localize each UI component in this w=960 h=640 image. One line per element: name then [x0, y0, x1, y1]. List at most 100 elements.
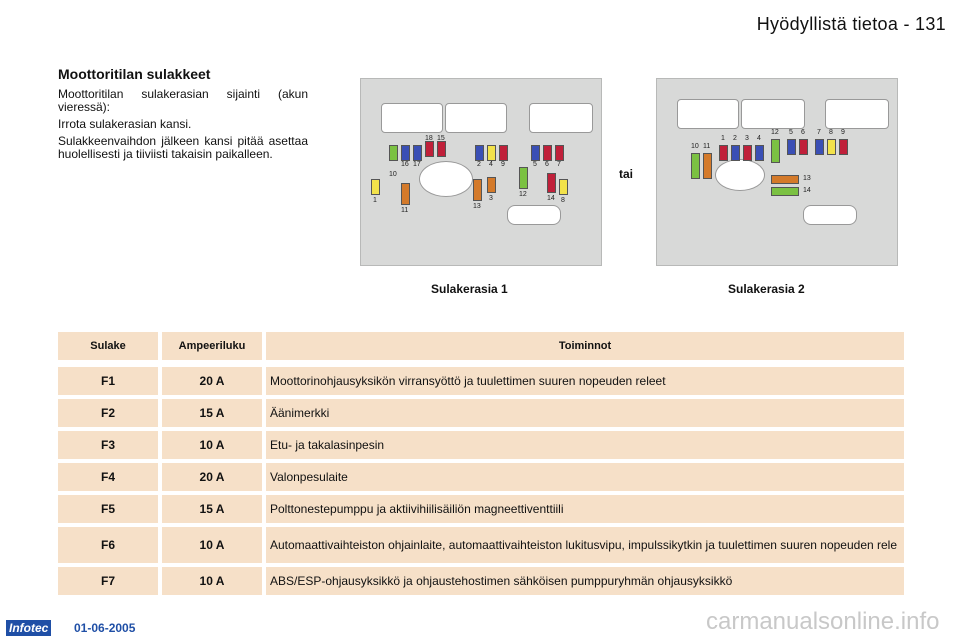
fuse-number: 18: [425, 135, 433, 142]
fuse-3: [487, 177, 496, 193]
fuse-number: 4: [757, 135, 761, 142]
fuse-number: 4: [489, 161, 493, 168]
amperage: 10 A: [162, 567, 262, 595]
fuse-number: 8: [829, 129, 833, 136]
fuse-11: [703, 153, 712, 179]
function-text: Moottorinohjausyksikön virransyöttö ja t…: [266, 367, 904, 395]
fuse-number: 1: [721, 135, 725, 142]
fuse-2: [475, 145, 484, 161]
fuse-number: 7: [557, 161, 561, 168]
table-row: F4 20 A Valonpesulaite: [58, 463, 904, 491]
section-title: Moottoritilan sulakkeet: [58, 66, 211, 82]
amperage: 10 A: [162, 431, 262, 459]
fuse-number: 5: [533, 161, 537, 168]
table-row: F6 10 A Automaattivaihteiston ohjainlait…: [58, 527, 904, 563]
fuse-box-1-caption: Sulakerasia 1: [431, 282, 508, 296]
fuse-number: 6: [545, 161, 549, 168]
fuse-number: 11: [703, 143, 711, 150]
function-text: Etu- ja takalasinpesin: [266, 431, 904, 459]
fuse-6: [799, 139, 808, 155]
fuse-9: [499, 145, 508, 161]
fuse-number: 11: [401, 207, 409, 214]
fuse-number: 17: [413, 161, 421, 168]
relay-slot: [677, 99, 739, 129]
column-header-amperage: Ampeeriluku: [162, 332, 262, 360]
fuse-7: [555, 145, 564, 161]
cable-opening: [715, 159, 765, 191]
fuse-number: 8: [561, 197, 565, 204]
table-header-row: Sulake Ampeeriluku Toiminnot: [58, 332, 904, 360]
fuse-number: 2: [477, 161, 481, 168]
fuse-number: 13: [803, 175, 811, 182]
relay-slot: [803, 205, 857, 225]
table-row: F2 15 A Äänimerkki: [58, 399, 904, 427]
fuse-4: [487, 145, 496, 161]
fuse-11: [401, 183, 410, 205]
fuse-id: F3: [58, 431, 158, 459]
or-label: tai: [619, 167, 634, 181]
fuse-number: 9: [841, 129, 845, 136]
fuse-5: [787, 139, 796, 155]
intro-paragraph: Sulakkeenvaihdon jälkeen kansi pitää ase…: [58, 134, 308, 161]
fuse-6: [543, 145, 552, 161]
fuse-1: [371, 179, 380, 195]
fuse-number: 1: [373, 197, 377, 204]
relay-slot: [445, 103, 507, 133]
fuse-number: 14: [803, 187, 811, 194]
fuse-number: 13: [473, 203, 481, 210]
fuse-8: [827, 139, 836, 155]
watermark: carmanualsonline.info: [706, 608, 940, 635]
fuse-13: [473, 179, 482, 201]
amperage: 10 A: [162, 527, 262, 563]
fuse-number: 14: [547, 195, 555, 202]
fuse-14: [771, 187, 799, 196]
fuse-15: [437, 141, 446, 157]
relay-slot: [507, 205, 561, 225]
fuse-number: 10: [691, 143, 699, 150]
fuse-number: 12: [771, 129, 779, 136]
fuse-number: 2: [733, 135, 737, 142]
fuse-7: [815, 139, 824, 155]
fuse-17: [413, 145, 422, 161]
fuse-12: [519, 167, 528, 189]
fuse-13: [771, 175, 799, 184]
fuse-5: [531, 145, 540, 161]
fuse-box-1-diagram: 10 16 17 18 15 2 4 9 5 6 7 1 11 13 3 12 …: [360, 78, 602, 266]
amperage: 15 A: [162, 495, 262, 523]
fuse-14: [547, 173, 556, 193]
fuse-id: F7: [58, 567, 158, 595]
function-text: Automaattivaihteiston ohjainlaite, autom…: [266, 527, 904, 563]
footer-date: 01-06-2005: [74, 621, 136, 635]
column-header-fuse: Sulake: [58, 332, 158, 360]
table-row: F3 10 A Etu- ja takalasinpesin: [58, 431, 904, 459]
fuse-16: [401, 145, 410, 161]
amperage: 15 A: [162, 399, 262, 427]
fuse-8: [559, 179, 568, 195]
fuse-number: 16: [401, 161, 409, 168]
column-header-functions: Toiminnot: [266, 332, 904, 360]
fuse-9: [839, 139, 848, 155]
relay-slot: [741, 99, 805, 129]
amperage: 20 A: [162, 463, 262, 491]
fuse-id: F5: [58, 495, 158, 523]
intro-paragraph: Irrota sulakerasian kansi.: [58, 117, 192, 131]
fuse-4: [755, 145, 764, 161]
fuse-number: 3: [745, 135, 749, 142]
fuse-number: 5: [789, 129, 793, 136]
infotec-logo: Infotec: [6, 620, 52, 636]
fuse-number: 6: [801, 129, 805, 136]
fuse-number: 9: [501, 161, 505, 168]
relay-slot: [825, 99, 889, 129]
amperage: 20 A: [162, 367, 262, 395]
fuse-box-2-diagram: 10 11 1 2 3 4 12 5 6 7 8 9 13 14: [656, 78, 898, 266]
fuse-3: [743, 145, 752, 161]
table-row: F5 15 A Polttonestepumppu ja aktiivihiil…: [58, 495, 904, 523]
fuse-number: 7: [817, 129, 821, 136]
function-text: ABS/ESP-ohjausyksikkö ja ohjaustehostime…: [266, 567, 904, 595]
page-title: Hyödyllistä tietoa - 131: [756, 14, 946, 34]
intro-paragraph: Moottoritilan sulakerasian sijainti (aku…: [58, 87, 308, 114]
fuse-10: [691, 153, 700, 179]
fuse-12: [771, 139, 780, 163]
fuse-id: F4: [58, 463, 158, 491]
fuse-id: F6: [58, 527, 158, 563]
